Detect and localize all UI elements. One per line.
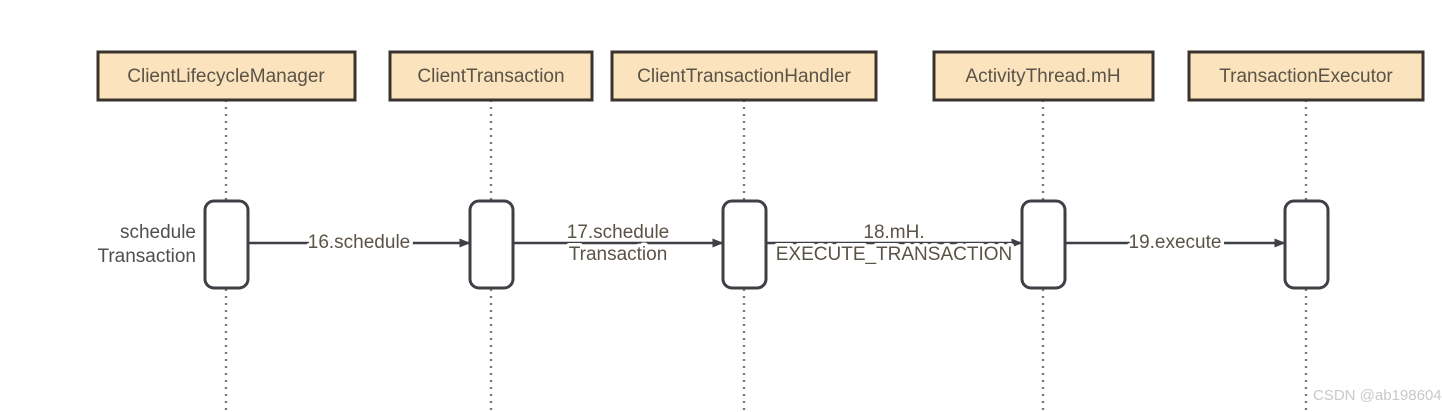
activation-bar-ct xyxy=(468,199,515,290)
participant-box-ct xyxy=(388,50,594,102)
participant-box-atmh xyxy=(932,50,1155,102)
message-label-halo-msg-19: 19.execute xyxy=(1129,232,1222,253)
message-label-msg-18: 18.mH.EXECUTE_TRANSACTION xyxy=(776,222,1012,265)
watermark-layer: CSDN @ab198604 xyxy=(1313,387,1442,404)
participant-te[interactable]: TransactionExecutor xyxy=(1187,50,1425,102)
watermark-label: CSDN @ab198604 xyxy=(1313,387,1442,404)
participant-box-clm xyxy=(96,50,357,102)
activation-bar-clm xyxy=(203,199,250,290)
participant-ct[interactable]: ClientTransaction xyxy=(388,50,594,102)
participant-label-te: TransactionExecutor xyxy=(1219,66,1393,87)
participants-layer: ClientLifecycleManager ClientTransaction C… xyxy=(96,50,1425,102)
participant-box-te xyxy=(1187,50,1425,102)
participant-box-cth xyxy=(610,50,878,102)
participant-label-cth: ClientTransactionHandler xyxy=(637,66,851,87)
participant-cth[interactable]: ClientTransactionHandler xyxy=(610,50,878,102)
participant-atmh[interactable]: ActivityThread.mH xyxy=(932,50,1155,102)
activation-bar-atmh xyxy=(1020,199,1067,290)
activation-bar-cth xyxy=(721,199,768,290)
activation-bar-te xyxy=(1283,199,1330,290)
participant-label-atmh: ActivityThread.mH xyxy=(965,66,1120,87)
participant-clm[interactable]: ClientLifecycleManager xyxy=(96,50,357,102)
message-label-halo-msg-18: 18.mH.EXECUTE_TRANSACTION xyxy=(776,222,1012,265)
message-label-msg-16: 16.schedule xyxy=(308,232,410,253)
participant-label-clm: ClientLifecycleManager xyxy=(127,66,325,87)
participant-label-ct: ClientTransaction xyxy=(417,66,564,87)
message-label-halo-msg-16: 16.schedule xyxy=(308,232,410,253)
message-msg-18[interactable]: 18.mH.EXECUTE_TRANSACTION18.mH.EXECUTE_T… xyxy=(766,219,1023,269)
message-label-msg-19: 19.execute xyxy=(1129,232,1222,253)
